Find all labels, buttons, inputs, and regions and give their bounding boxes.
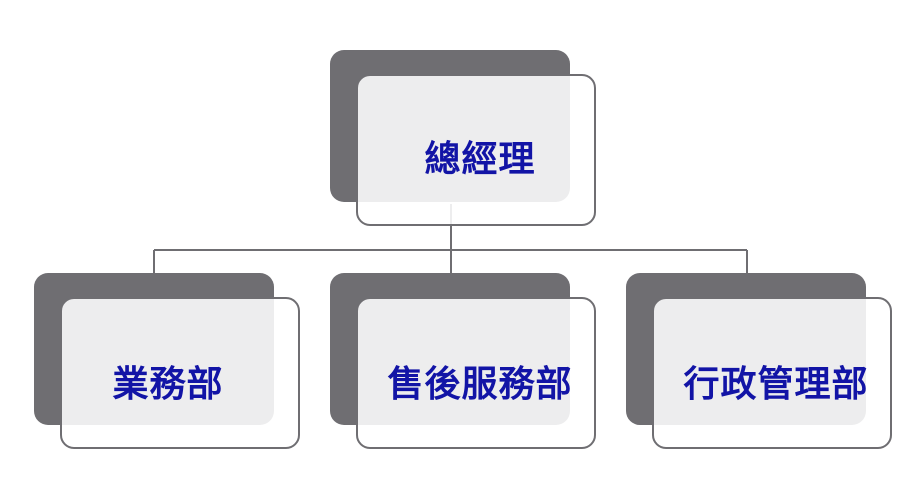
node-label-general-manager: 總經理	[424, 139, 536, 180]
org-node-general-manager: 總經理	[330, 50, 600, 226]
org-node-sales-dept: 業務部	[34, 273, 304, 449]
org-node-after-sales-dept: 售後服務部	[330, 273, 600, 449]
node-card	[60, 297, 300, 449]
node-card	[356, 297, 596, 449]
node-card	[356, 74, 596, 226]
node-label-sales-dept: 業務部	[112, 364, 224, 405]
node-card	[652, 297, 892, 449]
org-node-admin-dept: 行政管理部	[626, 273, 896, 449]
node-label-admin-dept: 行政管理部	[683, 364, 869, 405]
node-label-after-sales-dept: 售後服務部	[387, 364, 573, 405]
